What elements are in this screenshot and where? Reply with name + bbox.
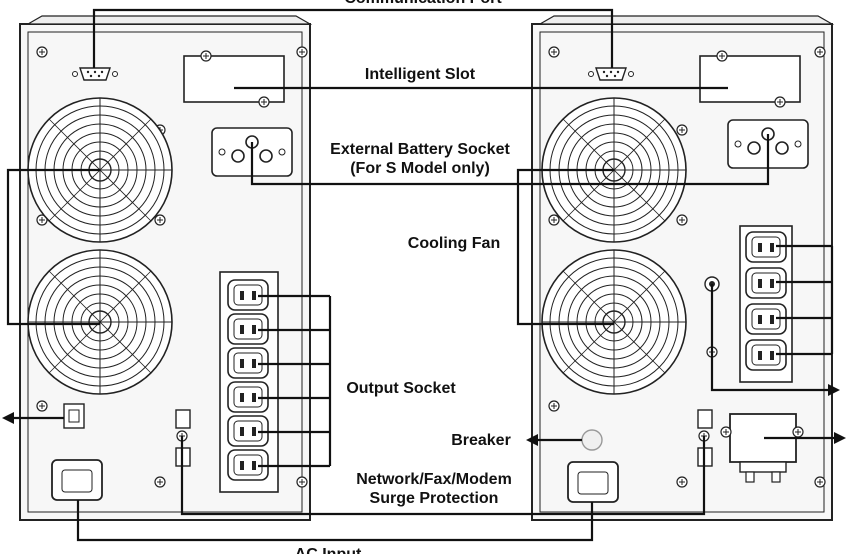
right-communication-port-connector [588,67,634,81]
breaker-right-arrowhead [526,434,538,446]
label-communication-port: Communication Port [333,0,513,8]
right-hardwire-terminal-block [720,413,804,483]
right-output-socket-bank [739,225,793,383]
left-breaker-switch [63,403,85,429]
left-ac-input-inlet [51,459,103,501]
left-communication-port-connector [72,67,118,81]
terminal-arrowhead [834,432,846,444]
label-surge-protection-line2: Surge Protection [369,490,499,507]
left-output-socket-bank [219,271,279,493]
right-breaker-button [581,429,603,451]
label-intelligent-slot: Intelligent Slot [350,65,490,84]
right-cooling-fan-bottom [541,249,687,395]
label-surge-protection-line1: Network/Fax/Modem [356,471,512,488]
label-output-socket: Output Socket [346,380,456,397]
label-ac-input: AC Input [258,545,398,554]
right-ups-panel [531,15,835,521]
arrowheads [2,384,846,446]
left-cooling-fan-bottom [27,249,173,395]
label-cooling-fan: Cooling Fan [407,235,501,252]
label-external-battery-socket-line1: External Battery Socket [330,141,510,158]
label-breaker: Breaker [451,432,511,449]
breaker-left-arrowhead [2,412,14,424]
right-intelligent-slot-cover [699,50,801,108]
right-ac-input-inlet [567,461,619,503]
left-ups-panel [19,15,313,521]
leader-lines [6,8,838,542]
label-external-battery-socket-line2: (For S Model only) [350,160,490,177]
left-intelligent-slot-cover [183,50,285,108]
output-terminal-arrowhead [828,384,840,396]
